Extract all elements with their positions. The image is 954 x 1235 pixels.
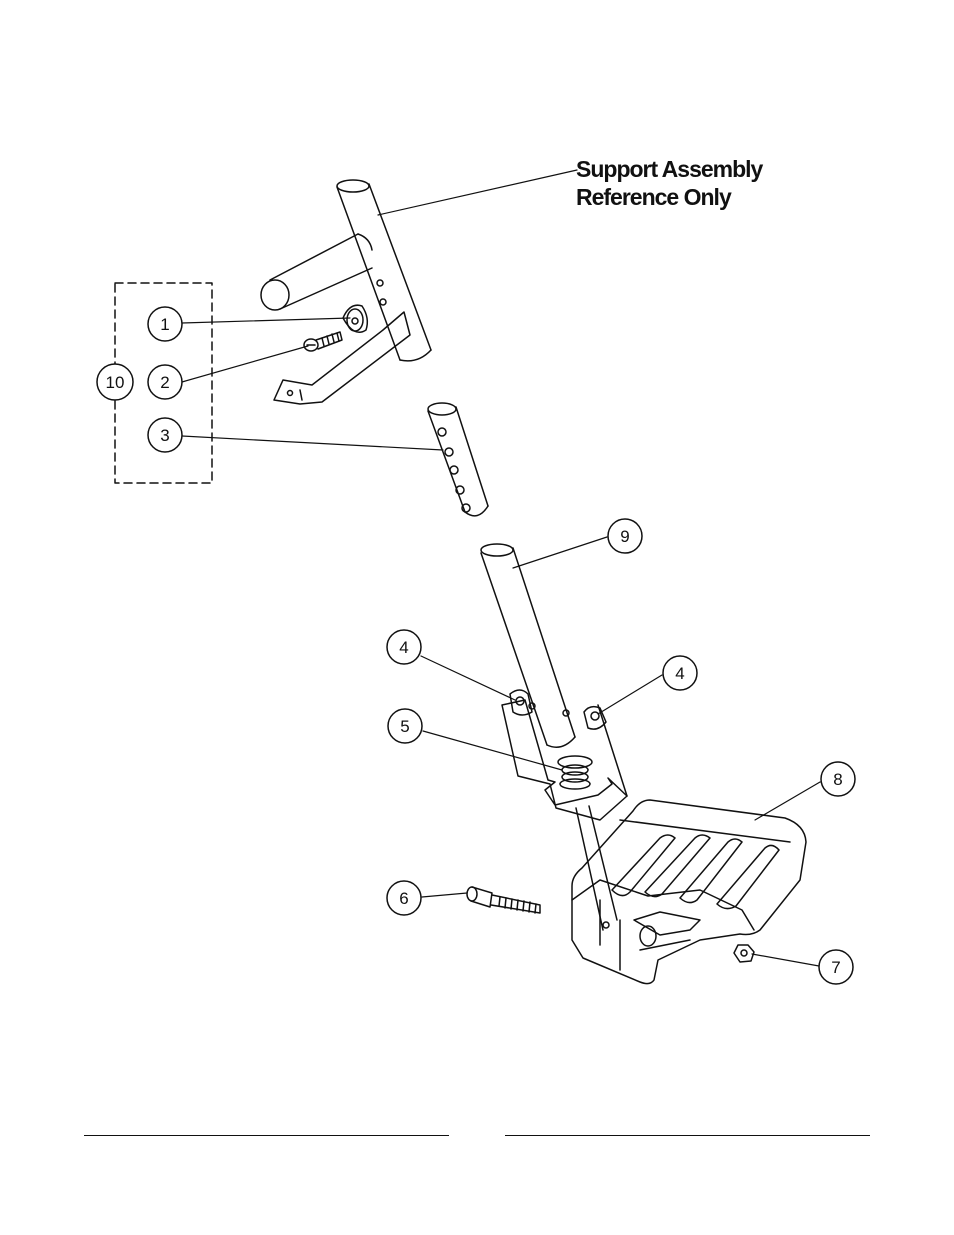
svg-text:2: 2: [160, 373, 169, 392]
part-9-hanger-tube: [481, 544, 575, 747]
svg-text:4: 4: [399, 638, 408, 657]
callout-2: 2: [148, 365, 182, 399]
part-6-bolt: [467, 887, 540, 913]
svg-text:1: 1: [160, 315, 169, 334]
svg-text:10: 10: [106, 373, 125, 392]
part-8-footplate: [572, 800, 806, 984]
part-1-bumper: [343, 305, 367, 332]
support-assembly-drawing: [261, 180, 431, 404]
part-7-nut: [734, 945, 754, 962]
footer-rule-left: [84, 1135, 449, 1136]
callout-9: 9: [608, 519, 642, 553]
part-3-adjustment-tube: [428, 403, 488, 516]
callout-4-right: 4: [663, 656, 697, 690]
svg-text:9: 9: [620, 527, 629, 546]
callout-10: 10: [97, 364, 133, 400]
callout-8: 8: [821, 762, 855, 796]
shaft-break-symbol: [502, 700, 627, 930]
svg-text:3: 3: [160, 426, 169, 445]
part-5-bushing: [558, 756, 592, 789]
callout-4-left: 4: [387, 630, 421, 664]
svg-text:6: 6: [399, 889, 408, 908]
callout-1: 1: [148, 307, 182, 341]
part-2-screw: [304, 332, 342, 351]
callout-5: 5: [388, 709, 422, 743]
svg-text:8: 8: [833, 770, 842, 789]
callout-7: 7: [819, 950, 853, 984]
svg-text:4: 4: [675, 664, 684, 683]
svg-text:7: 7: [831, 958, 840, 977]
callout-3: 3: [148, 418, 182, 452]
svg-text:5: 5: [400, 717, 409, 736]
footer-rule-right: [505, 1135, 870, 1136]
callout-6: 6: [387, 881, 421, 915]
